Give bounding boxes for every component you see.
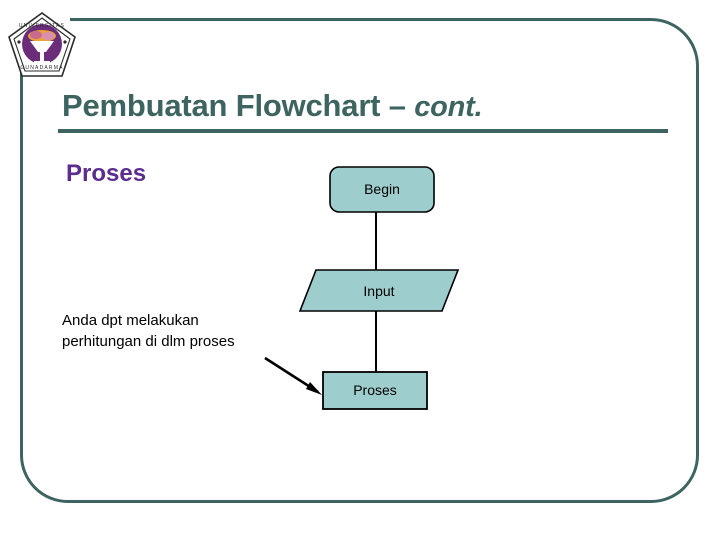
title-underline [58, 129, 668, 133]
flow-node-proses[interactable] [322, 371, 428, 410]
annotation-note-line-2: perhitungan di dlm proses [62, 333, 235, 350]
page-title-main: Pembuatan Flowchart – [62, 88, 415, 123]
svg-text:UNIVERSITAS: UNIVERSITAS [19, 23, 65, 29]
annotation-note-line-1: Anda dpt melakukan [62, 312, 199, 329]
page-title: Pembuatan Flowchart – cont. [62, 88, 682, 124]
section-heading: Proses [66, 160, 147, 187]
annotation-note: Anda dpt melakukan perhitungan di dlm pr… [62, 310, 312, 352]
annotation-arrow-head [306, 382, 322, 395]
svg-text:GUNADARMA: GUNADARMA [20, 65, 63, 71]
flow-node-begin[interactable] [329, 166, 435, 213]
page-title-cont: cont. [414, 91, 483, 123]
university-logo-icon: UNIVERSITAS GUNADARMA [8, 12, 76, 77]
flow-node-input[interactable] [298, 269, 460, 312]
